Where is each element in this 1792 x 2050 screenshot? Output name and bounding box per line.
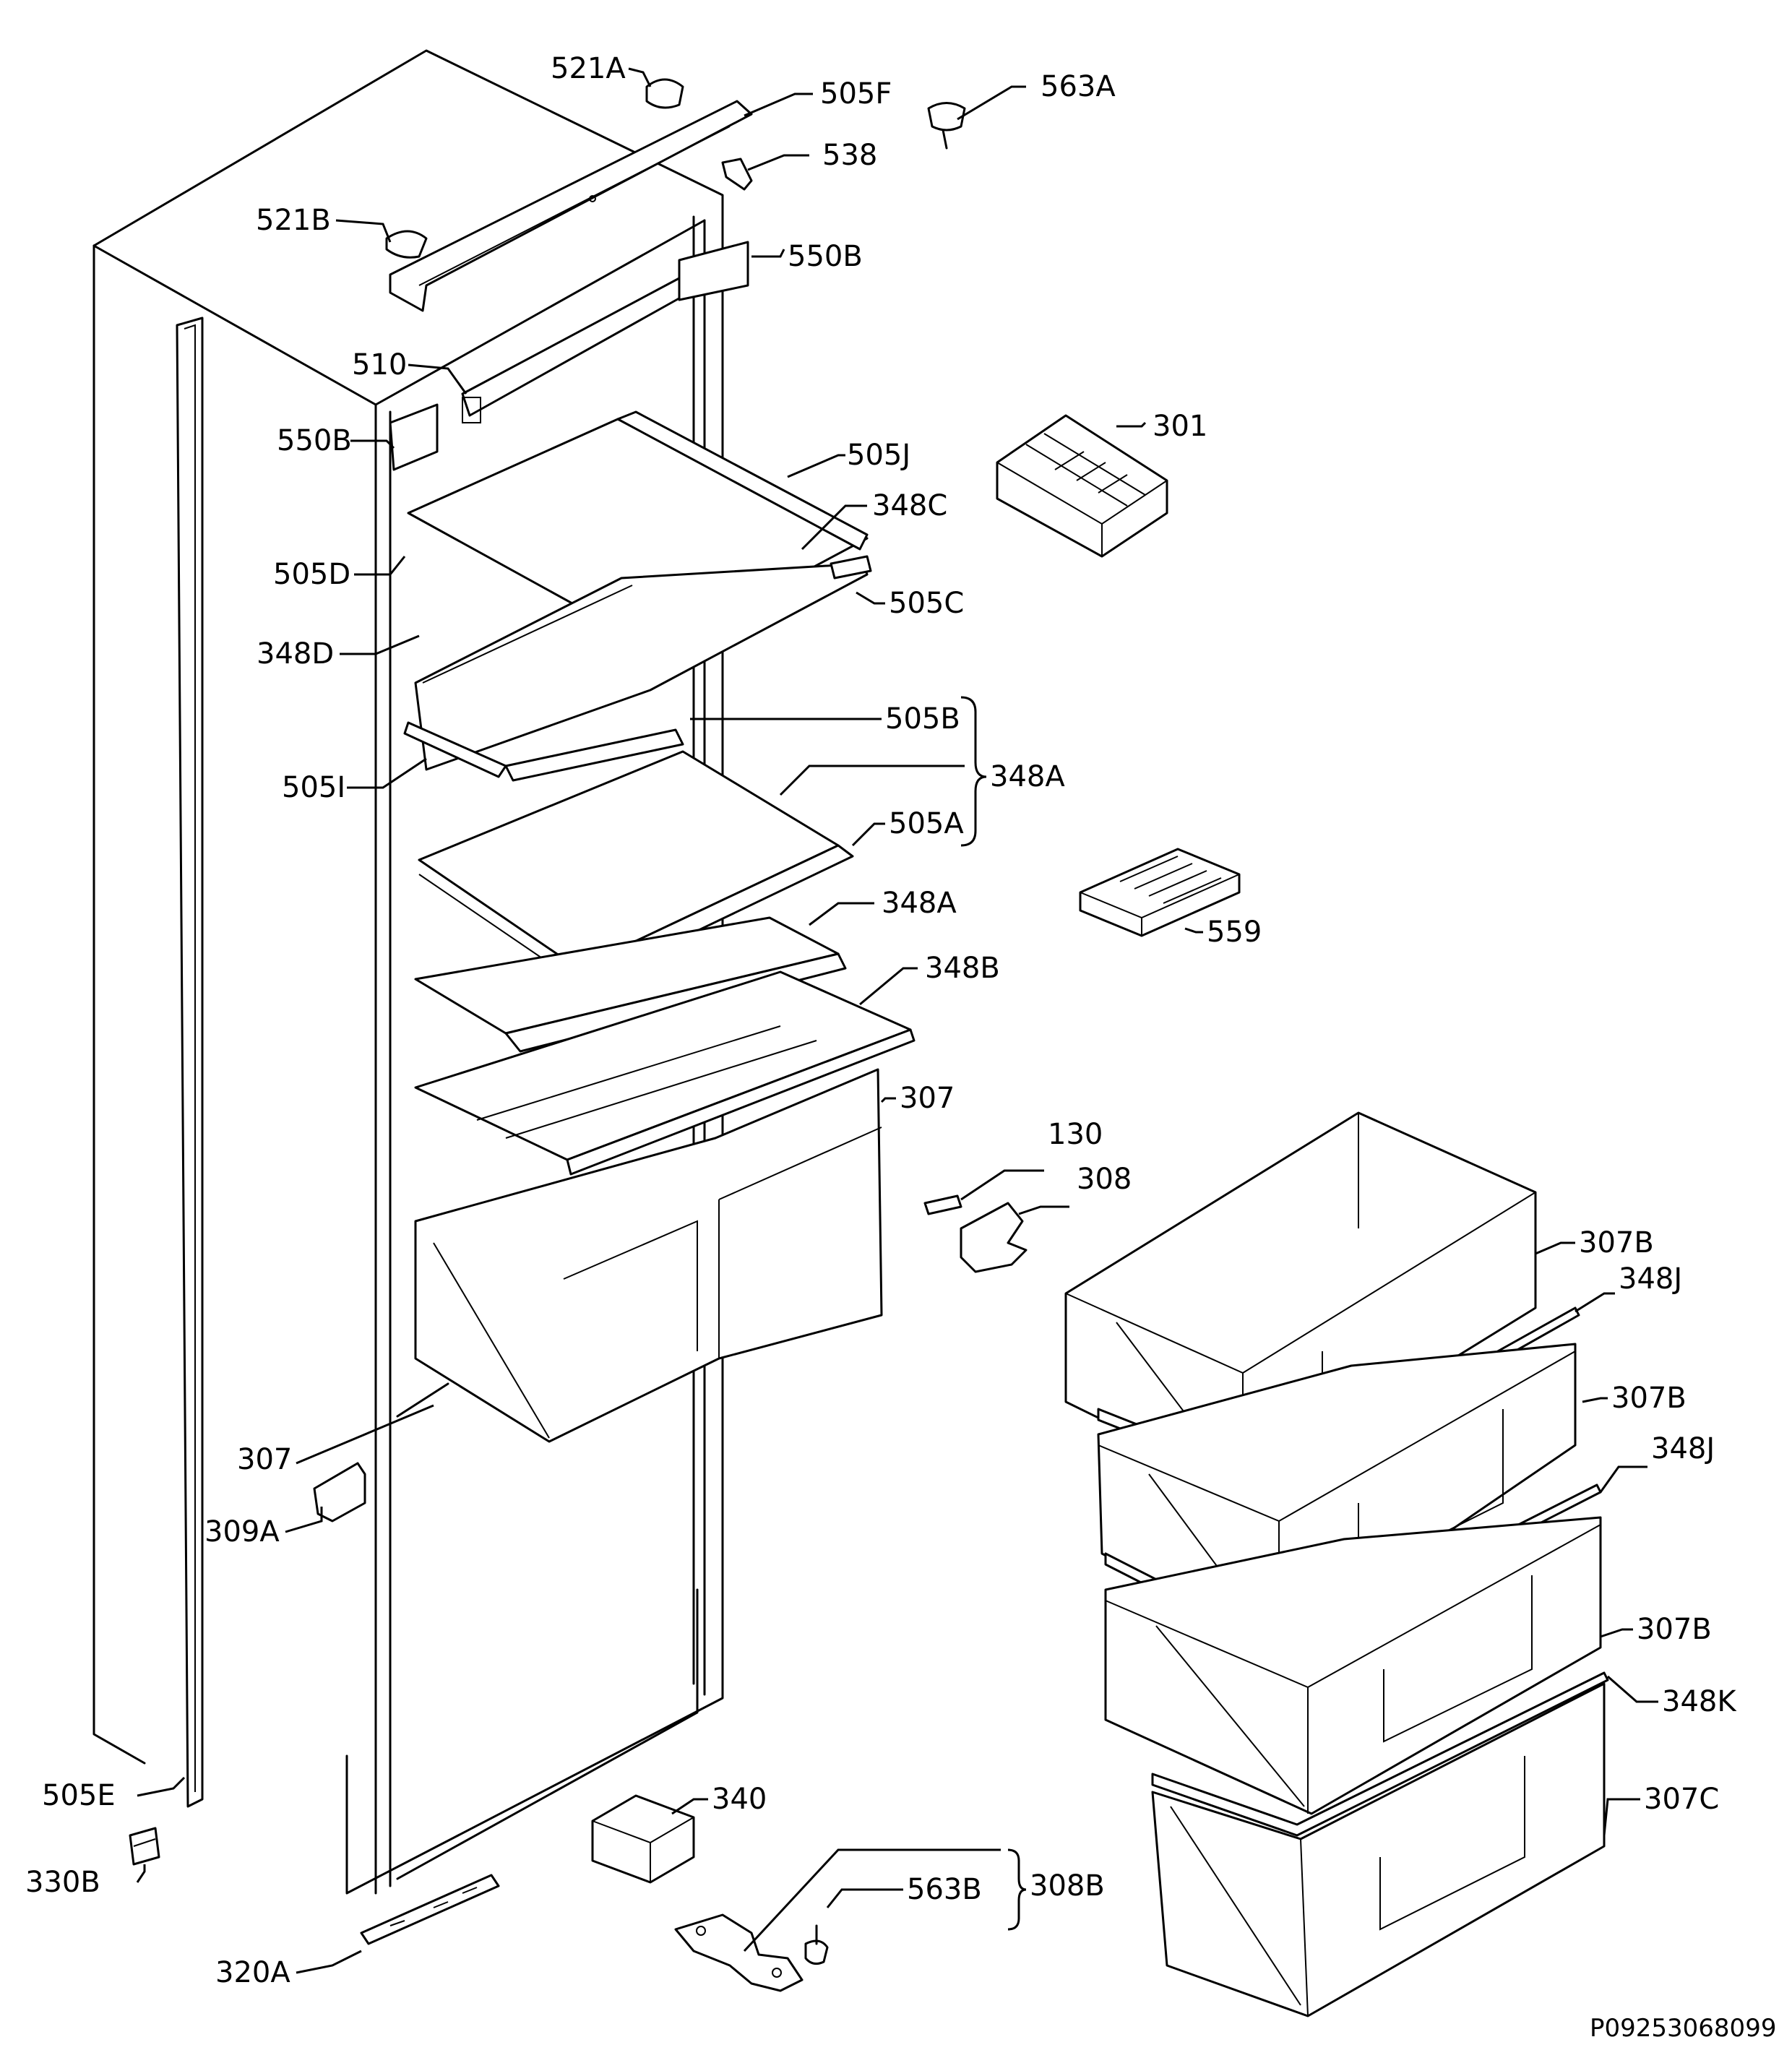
- part-130: [923, 1194, 962, 1215]
- cover-550b-left: [389, 403, 439, 471]
- brace-348a: [960, 696, 987, 847]
- brace-308b: [1007, 1848, 1027, 1931]
- label-307b-2: 307B: [1611, 1382, 1687, 1415]
- label-505i: 505I: [282, 771, 345, 804]
- screw-563a: [927, 102, 966, 150]
- label-308: 308: [1077, 1163, 1132, 1196]
- label-348c: 348C: [872, 489, 947, 522]
- label-538: 538: [822, 139, 877, 172]
- label-505f: 505F: [820, 77, 892, 111]
- label-505e: 505E: [42, 1779, 116, 1812]
- drawer-307b-3: [1104, 1516, 1602, 1815]
- label-301: 301: [1153, 410, 1207, 443]
- shelf-348c-trim: [616, 410, 872, 580]
- label-130: 130: [1048, 1118, 1103, 1151]
- drawer-307c: [1151, 1682, 1606, 2017]
- label-348d: 348D: [257, 637, 334, 671]
- rail-320a: [360, 1874, 500, 1945]
- shelf-348d: [407, 418, 869, 771]
- front-trim-505b: [403, 721, 684, 782]
- label-348j-2: 348J: [1651, 1432, 1715, 1465]
- label-307-top: 307: [900, 1082, 955, 1115]
- document-id: P09253068099: [1590, 2014, 1776, 2043]
- label-521a: 521A: [551, 52, 626, 85]
- label-559: 559: [1207, 916, 1262, 949]
- filter-559: [1079, 848, 1241, 937]
- label-510: 510: [352, 348, 407, 382]
- screw-563b: [804, 1924, 829, 1965]
- label-563a: 563A: [1041, 70, 1116, 103]
- label-320a: 320A: [215, 1956, 290, 1989]
- top-rail: [389, 100, 753, 312]
- label-330b: 330B: [25, 1866, 100, 1899]
- label-550b-left: 550B: [277, 424, 352, 457]
- drawer-307-inner: [414, 1068, 883, 1443]
- labels: 521A 505F 563A 538 521B 550B 510 550B 30…: [25, 52, 1776, 2043]
- block-340: [591, 1794, 695, 1884]
- label-521b: 521B: [256, 204, 331, 237]
- label-505d: 505D: [273, 558, 350, 591]
- label-348a-group: 348A: [990, 760, 1065, 793]
- label-505a: 505A: [889, 807, 964, 840]
- label-307-left: 307: [237, 1443, 292, 1476]
- label-307c: 307C: [1644, 1783, 1719, 1816]
- label-550b-top: 550B: [788, 240, 863, 273]
- glass-348k: [1151, 1671, 1609, 1837]
- label-307b-3: 307B: [1637, 1613, 1712, 1646]
- label-348b: 348B: [925, 952, 1000, 985]
- label-348k: 348K: [1662, 1685, 1737, 1718]
- shelf-348b: [414, 970, 916, 1176]
- cover-550b-top: [678, 241, 749, 301]
- hinge-cap-521a: [645, 78, 684, 109]
- label-340: 340: [712, 1783, 767, 1816]
- hinge-308b: [674, 1913, 804, 1992]
- label-309a: 309A: [204, 1515, 280, 1549]
- label-563b: 563B: [907, 1873, 982, 1906]
- support-309a: [313, 1462, 366, 1523]
- leader-lines: [136, 67, 1658, 1974]
- label-348j-1: 348J: [1619, 1262, 1682, 1296]
- door-gasket-strip: [176, 316, 204, 1808]
- light-cover-510: [461, 277, 684, 423]
- ice-tray-301: [996, 414, 1168, 558]
- hinge-pin-538: [721, 158, 753, 191]
- hinge-cap-521b: [385, 230, 428, 259]
- part-308: [960, 1202, 1028, 1273]
- label-307b-1: 307B: [1579, 1226, 1654, 1259]
- label-505c: 505C: [889, 587, 964, 620]
- foot-330b: [129, 1827, 160, 1866]
- label-505j: 505J: [847, 439, 910, 472]
- label-348a: 348A: [882, 887, 957, 920]
- label-505b: 505B: [885, 702, 960, 736]
- label-308b: 308B: [1030, 1869, 1105, 1903]
